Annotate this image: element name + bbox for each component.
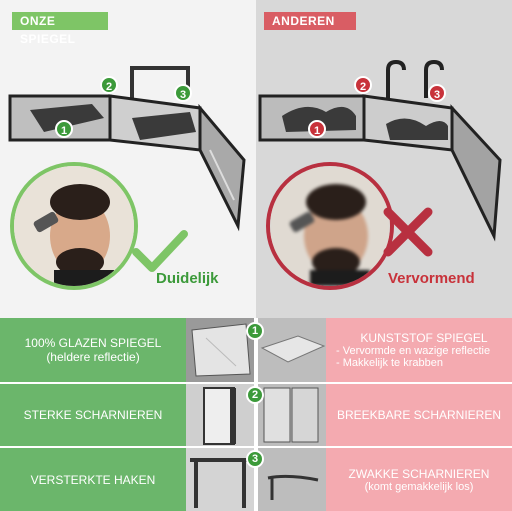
comparison-row: 100% GLAZEN SPIEGEL (heldere reflectie) … xyxy=(0,318,512,382)
fragile-hinge-thumbnail xyxy=(258,384,326,446)
others-feature-cell: BREEKBARE SCHARNIEREN xyxy=(326,384,512,446)
feature-title: 100% GLAZEN SPIEGEL xyxy=(24,336,162,350)
callout-number: 3 xyxy=(428,84,446,102)
our-mirror-panel: ONZE SPIEGEL 1 2 3 Duidelijk xyxy=(0,0,256,318)
clear-reflection-photo xyxy=(10,162,138,290)
others-mirror-panel: ANDEREN 1 2 3 Vervormend xyxy=(256,0,512,318)
tri-fold-mirror-glass-illustration xyxy=(8,66,246,232)
strong-hinge-thumbnail xyxy=(186,384,254,446)
plastic-mirror-thumbnail xyxy=(258,318,326,382)
cross-icon xyxy=(383,207,433,257)
feature-title: ZWAKKE SCHARNIEREN xyxy=(348,466,490,481)
feature-title: BREEKBARE SCHARNIEREN xyxy=(336,408,502,422)
feature-note: (heldere reflectie) xyxy=(46,350,140,364)
callout-number: 1 xyxy=(55,120,73,138)
checkmark-icon xyxy=(132,230,188,272)
callout-number: 1 xyxy=(308,120,326,138)
comparison-row: VERSTERKTE HAKEN 3 ZWAKKE SCHARNIEREN (k… xyxy=(0,448,512,511)
feature-title: VERSTERKTE HAKEN xyxy=(30,472,156,487)
comparison-row: STERKE SCHARNIEREN 2 BREEKBARE SCHARNIER… xyxy=(0,384,512,446)
weak-hooks-thumbnail xyxy=(258,448,326,511)
others-feature-cell: KUNSTSTOF SPIEGEL - Vervormde en wazige … xyxy=(326,318,512,382)
feature-note: - Makkelijk te krabben xyxy=(336,357,443,369)
our-feature-cell: 100% GLAZEN SPIEGEL (heldere reflectie) xyxy=(0,318,186,382)
distorted-reflection-photo xyxy=(266,162,394,290)
row-number: 1 xyxy=(246,322,264,340)
feature-title: KUNSTSTOF SPIEGEL xyxy=(360,331,488,345)
others-tag: ANDEREN xyxy=(264,12,356,30)
feature-note: (komt gemakkelijk los) xyxy=(364,480,474,493)
reinforced-hooks-thumbnail xyxy=(186,448,254,511)
callout-number: 2 xyxy=(354,76,372,94)
our-mirror-tag: ONZE SPIEGEL xyxy=(12,12,108,46)
our-feature-cell: STERKE SCHARNIEREN xyxy=(0,384,186,446)
row-number: 2 xyxy=(246,386,264,404)
our-feature-cell: VERSTERKTE HAKEN xyxy=(0,448,186,511)
others-feature-cell: ZWAKKE SCHARNIEREN (komt gemakkelijk los… xyxy=(326,448,512,511)
feature-note: - Vervormde en wazige reflectie xyxy=(336,345,491,357)
clear-verdict-label: Duidelijk xyxy=(156,270,219,287)
feature-title: STERKE SCHARNIEREN xyxy=(23,408,163,422)
distorted-verdict-label: Vervormend xyxy=(388,270,475,287)
callout-number: 3 xyxy=(174,84,192,102)
glass-mirror-thumbnail xyxy=(186,318,254,382)
callout-number: 2 xyxy=(100,76,118,94)
tri-fold-mirror-plastic-illustration xyxy=(258,59,502,242)
row-number: 3 xyxy=(246,450,264,468)
